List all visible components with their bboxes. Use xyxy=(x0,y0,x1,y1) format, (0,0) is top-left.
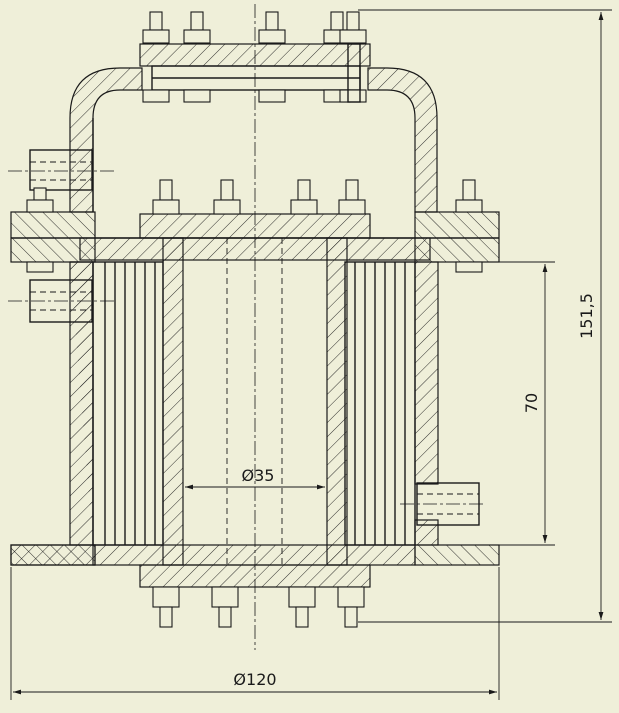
bolt-icon xyxy=(26,187,54,273)
dimension-inner-diameter-label: Ø35 xyxy=(242,466,275,485)
side-port-right xyxy=(400,482,485,526)
bolt-icon xyxy=(152,586,180,628)
bolt-icon xyxy=(455,179,483,273)
dimension-height-total-label: 151,5 xyxy=(577,293,596,339)
bolt-icon xyxy=(152,179,180,215)
inner-tube xyxy=(162,237,348,566)
dimension-height-inner-label: 70 xyxy=(522,393,541,413)
fin-pack-right xyxy=(344,261,416,546)
bolt-icon xyxy=(339,11,367,103)
mid-bolts xyxy=(26,179,483,273)
fin-pack-left xyxy=(92,261,164,546)
bolt-icon xyxy=(258,11,286,103)
bolt-icon xyxy=(288,586,316,628)
bolt-icon xyxy=(142,11,170,103)
bolt-icon xyxy=(211,586,239,628)
dimension-height-inner: 70 xyxy=(480,261,555,546)
dimension-inner-diameter: Ø35 xyxy=(185,466,325,490)
dimension-outer-diameter: Ø120 xyxy=(10,567,500,700)
bolt-icon xyxy=(213,179,241,215)
bolt-icon xyxy=(183,11,211,103)
dimension-height-total: 151,5 xyxy=(358,9,612,623)
top-bolts xyxy=(142,11,367,103)
bolt-icon xyxy=(290,179,318,215)
top-dome xyxy=(69,67,438,213)
side-port-lower xyxy=(8,279,115,323)
bolt-icon xyxy=(337,586,365,628)
side-port-upper xyxy=(8,149,115,191)
dimension-outer-diameter-label: Ø120 xyxy=(233,670,276,689)
bottom-bolts xyxy=(152,586,365,628)
bolt-icon xyxy=(338,179,366,215)
